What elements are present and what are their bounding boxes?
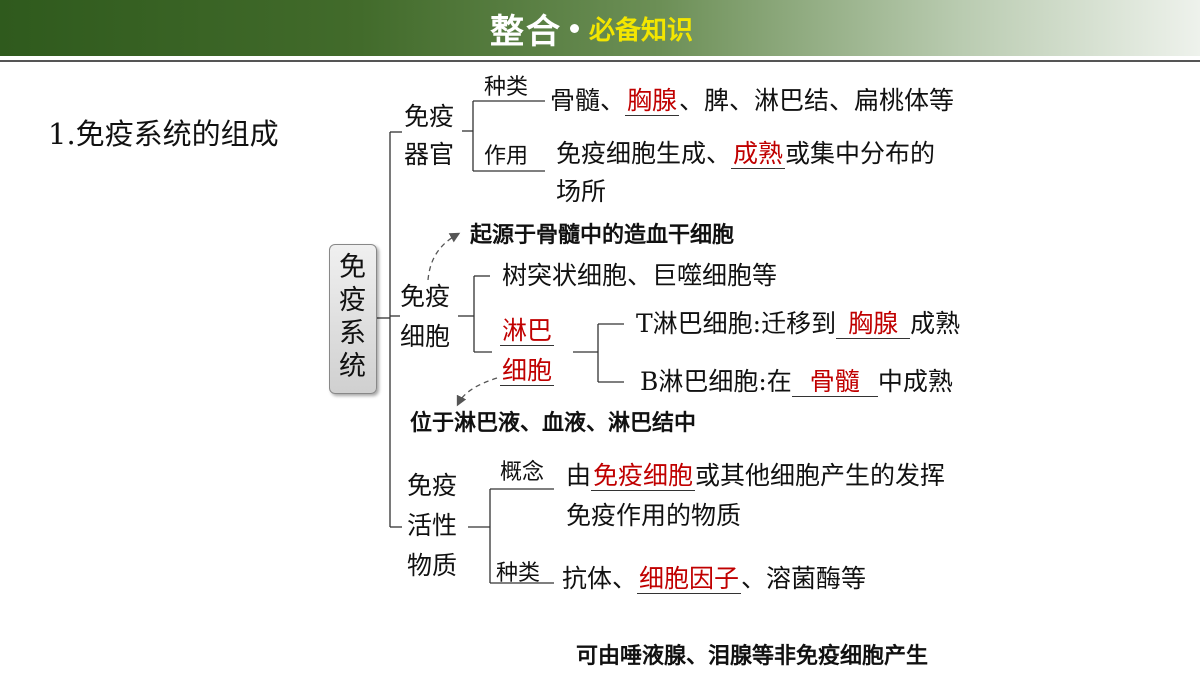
substances-type-text: 抗体、细胞因子、溶菌酶等	[562, 564, 867, 594]
b-cell-text: B淋巴细胞:在骨髓中成熟	[640, 367, 953, 397]
t-cell-text: T淋巴细胞:迁移到胸腺成熟	[636, 309, 961, 339]
header-title: 整合 必备知识	[490, 4, 693, 52]
lymph-cell-label: 淋巴	[500, 316, 555, 346]
other-cells-text: 树突状细胞、巨噬细胞等	[502, 261, 778, 290]
lymph-cell-label: 细胞	[500, 356, 555, 386]
header-divider	[0, 60, 1200, 62]
organs-type-label: 种类	[484, 75, 529, 100]
cells-label: 免疫	[400, 282, 451, 311]
root-label-char: 统	[339, 351, 366, 382]
answer-blank: 胸腺	[836, 309, 911, 339]
organs-label: 器官	[404, 140, 455, 169]
substances-label: 活性	[407, 511, 458, 540]
section-title: 1.免疫系统的组成	[48, 117, 279, 151]
substances-concept-text: 由免疫细胞或其他细胞产生的发挥	[566, 461, 946, 491]
organs-label: 免疫	[404, 102, 455, 131]
cells-origin-note: 起源于骨髓中的造血干细胞	[470, 222, 735, 248]
answer-blank: 免疫细胞	[591, 461, 696, 491]
substances-origin-note: 可由唾液腺、泪腺等非免疫细胞产生	[576, 643, 929, 669]
organs-type-text: 骨髓、胸腺、脾、淋巴结、扁桃体等	[550, 86, 955, 116]
organs-function-text-line2: 场所	[556, 177, 607, 206]
cells-location-note: 位于淋巴液、血液、淋巴结中	[410, 410, 697, 436]
organs-function-label: 作用	[484, 144, 529, 169]
header-main-title: 整合	[490, 11, 562, 52]
substances-concept-text-line2: 免疫作用的物质	[566, 501, 742, 530]
header-banner: 整合 必备知识	[0, 0, 1200, 56]
substances-label: 免疫	[407, 471, 458, 500]
substances-concept-label: 概念	[500, 460, 545, 485]
header-subtitle: 必备知识	[589, 15, 694, 46]
answer-blank: 骨髓	[791, 367, 878, 397]
answer-blank: 细胞因子	[637, 564, 742, 594]
substances-type-label: 种类	[496, 561, 541, 586]
cells-label: 细胞	[400, 322, 451, 351]
header-dot-icon	[570, 23, 579, 33]
answer-blank: 成熟	[731, 139, 786, 169]
organs-function-text: 免疫细胞生成、成熟或集中分布的	[556, 139, 936, 169]
substances-label: 物质	[407, 551, 458, 580]
root-label-char: 疫	[339, 285, 366, 316]
root-label-char: 免	[339, 252, 366, 283]
answer-blank: 胸腺	[625, 86, 680, 116]
root-label-char: 系	[339, 318, 366, 349]
root-label-box: 免 疫 系 统	[329, 244, 377, 394]
